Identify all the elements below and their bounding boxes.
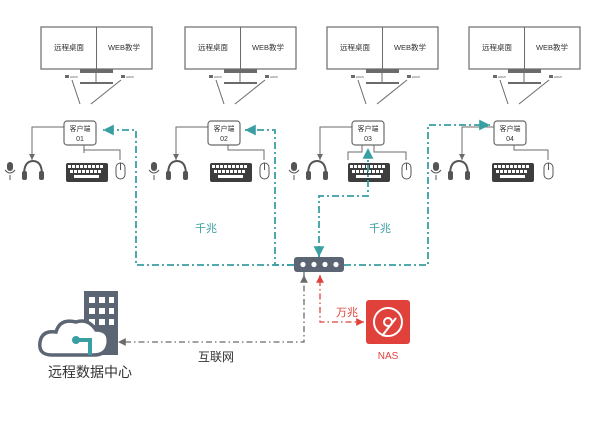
monitor-left-label: 远程桌面: [482, 42, 512, 52]
link-client-04: [344, 119, 490, 266]
link-client-01: [103, 124, 294, 266]
monitor-right-label: WEB教学: [108, 42, 141, 52]
station-03: 远程桌面 WEB教学 HDMI HDMI 客户端 03: [288, 26, 439, 182]
client-number: 01: [76, 136, 84, 143]
monitor-icon: [468, 26, 581, 84]
link-client-02: [245, 124, 294, 266]
port-icon: [209, 75, 213, 78]
port-label: HDMI: [126, 75, 134, 79]
gigabit-links: [103, 119, 490, 266]
switch-icon: [294, 257, 344, 272]
port-label: HDMI: [356, 75, 364, 79]
nas-drive-icon: [366, 300, 410, 344]
monitor-icon: [184, 26, 297, 84]
monitor-icon: [326, 26, 439, 84]
mouse-icon: [401, 162, 412, 180]
mouse-icon: [259, 162, 270, 180]
port-label: HDMI: [70, 75, 78, 79]
client-number: 02: [220, 136, 228, 143]
monitor-left-label: 远程桌面: [54, 42, 84, 52]
port-label: HDMI: [554, 75, 562, 79]
microphone-icon: [288, 162, 300, 180]
client-title: 客户端: [70, 124, 91, 133]
link-internet: [118, 272, 305, 346]
client-number: 04: [506, 136, 514, 143]
port-icon: [351, 75, 355, 78]
keyboard-icon: [348, 163, 390, 182]
client-box: [63, 120, 97, 146]
link-label-gigabit-left: 千兆: [195, 222, 217, 235]
port-icon: [65, 75, 69, 78]
client-title: 客户端: [358, 124, 379, 133]
monitor-right-label: WEB教学: [536, 42, 569, 52]
station-01: 远程桌面 WEB教学 HDMI HDMI 客户端 01: [4, 26, 153, 182]
keyboard-icon: [210, 163, 252, 182]
port-icon: [265, 75, 269, 78]
datacenter-label: 远程数据中心: [48, 364, 132, 380]
nas-label: NAS: [378, 351, 399, 362]
station-02: 远程桌面 WEB教学 HDMI HDMI 客户端 02: [148, 26, 297, 182]
port-icon: [121, 75, 125, 78]
monitor-right-label: WEB教学: [394, 42, 427, 52]
headphones-icon: [448, 159, 470, 180]
mouse-icon: [115, 162, 126, 180]
client-title: 客户端: [214, 124, 235, 133]
cloud-building-icon: [38, 291, 118, 357]
headphones-icon: [166, 159, 188, 180]
monitor-left-label: 远程桌面: [198, 42, 228, 52]
link-label-internet: 互联网: [198, 350, 234, 364]
port-icon: [407, 75, 411, 78]
client-box: [207, 120, 241, 146]
port-label: HDMI: [270, 75, 278, 79]
station-04: 远程桌面 WEB教学 HDMI HDMI 客户端 04: [430, 26, 581, 182]
port-label: HDMI: [498, 75, 506, 79]
client-box: [351, 120, 385, 146]
microphone-icon: [148, 162, 160, 180]
port-icon: [549, 75, 553, 78]
link-label-gigabit-right: 千兆: [369, 222, 391, 235]
port-label: HDMI: [214, 75, 222, 79]
monitor-left-label: 远程桌面: [340, 42, 370, 52]
microphone-icon: [430, 162, 442, 180]
port-label: HDMI: [412, 75, 420, 79]
microphone-icon: [4, 162, 16, 180]
link-client-03: [318, 148, 374, 258]
client-title: 客户端: [500, 124, 521, 133]
keyboard-icon: [492, 163, 534, 182]
mouse-icon: [543, 162, 554, 180]
link-label-10gig: 万兆: [336, 306, 358, 319]
port-icon: [493, 75, 497, 78]
client-box: [493, 120, 527, 146]
keyboard-icon: [66, 163, 108, 182]
link-10gig: [319, 280, 364, 326]
headphones-icon: [22, 159, 44, 180]
monitor-right-label: WEB教学: [252, 42, 285, 52]
client-number: 03: [364, 136, 372, 143]
monitor-icon: [40, 26, 153, 84]
headphones-icon: [306, 159, 328, 180]
